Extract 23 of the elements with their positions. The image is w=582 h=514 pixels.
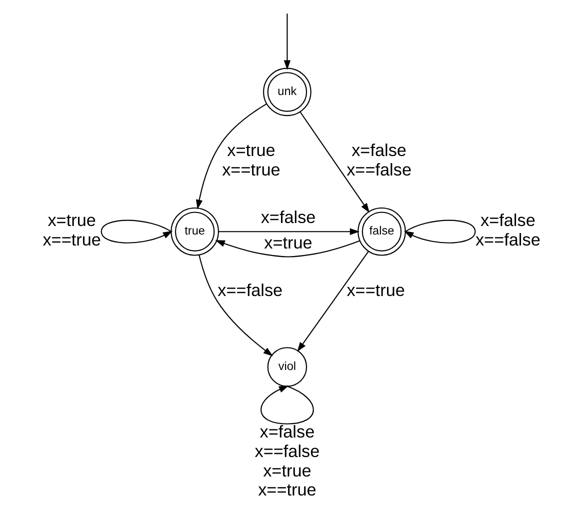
arrow — [260, 386, 314, 424]
edge-label: x=false x==false x=true x==true — [254, 422, 320, 500]
arrow — [283, 14, 290, 70]
arrow — [296, 251, 368, 352]
arrow — [195, 103, 266, 210]
arrow — [218, 228, 360, 235]
edge-label: x=false x==false — [474, 210, 540, 250]
edge-label: x==true — [346, 280, 404, 300]
arrow — [214, 240, 360, 258]
node-circle: unk — [262, 68, 311, 116]
edge-label: x=true — [264, 232, 312, 253]
edge-label: x=false x==false — [346, 140, 412, 180]
node-circle: false — [357, 207, 406, 256]
node-circle: viol — [266, 347, 307, 387]
edge-label: x==false — [217, 280, 282, 300]
edge-label: x=true x==true — [42, 210, 100, 250]
arrow — [198, 254, 273, 356]
edge-label: x=true x==true — [222, 140, 280, 180]
arrow — [403, 220, 476, 244]
arrow — [299, 112, 370, 213]
node-circle: true — [170, 207, 218, 256]
arrow — [100, 220, 172, 244]
edge-label: x=false — [260, 206, 316, 227]
